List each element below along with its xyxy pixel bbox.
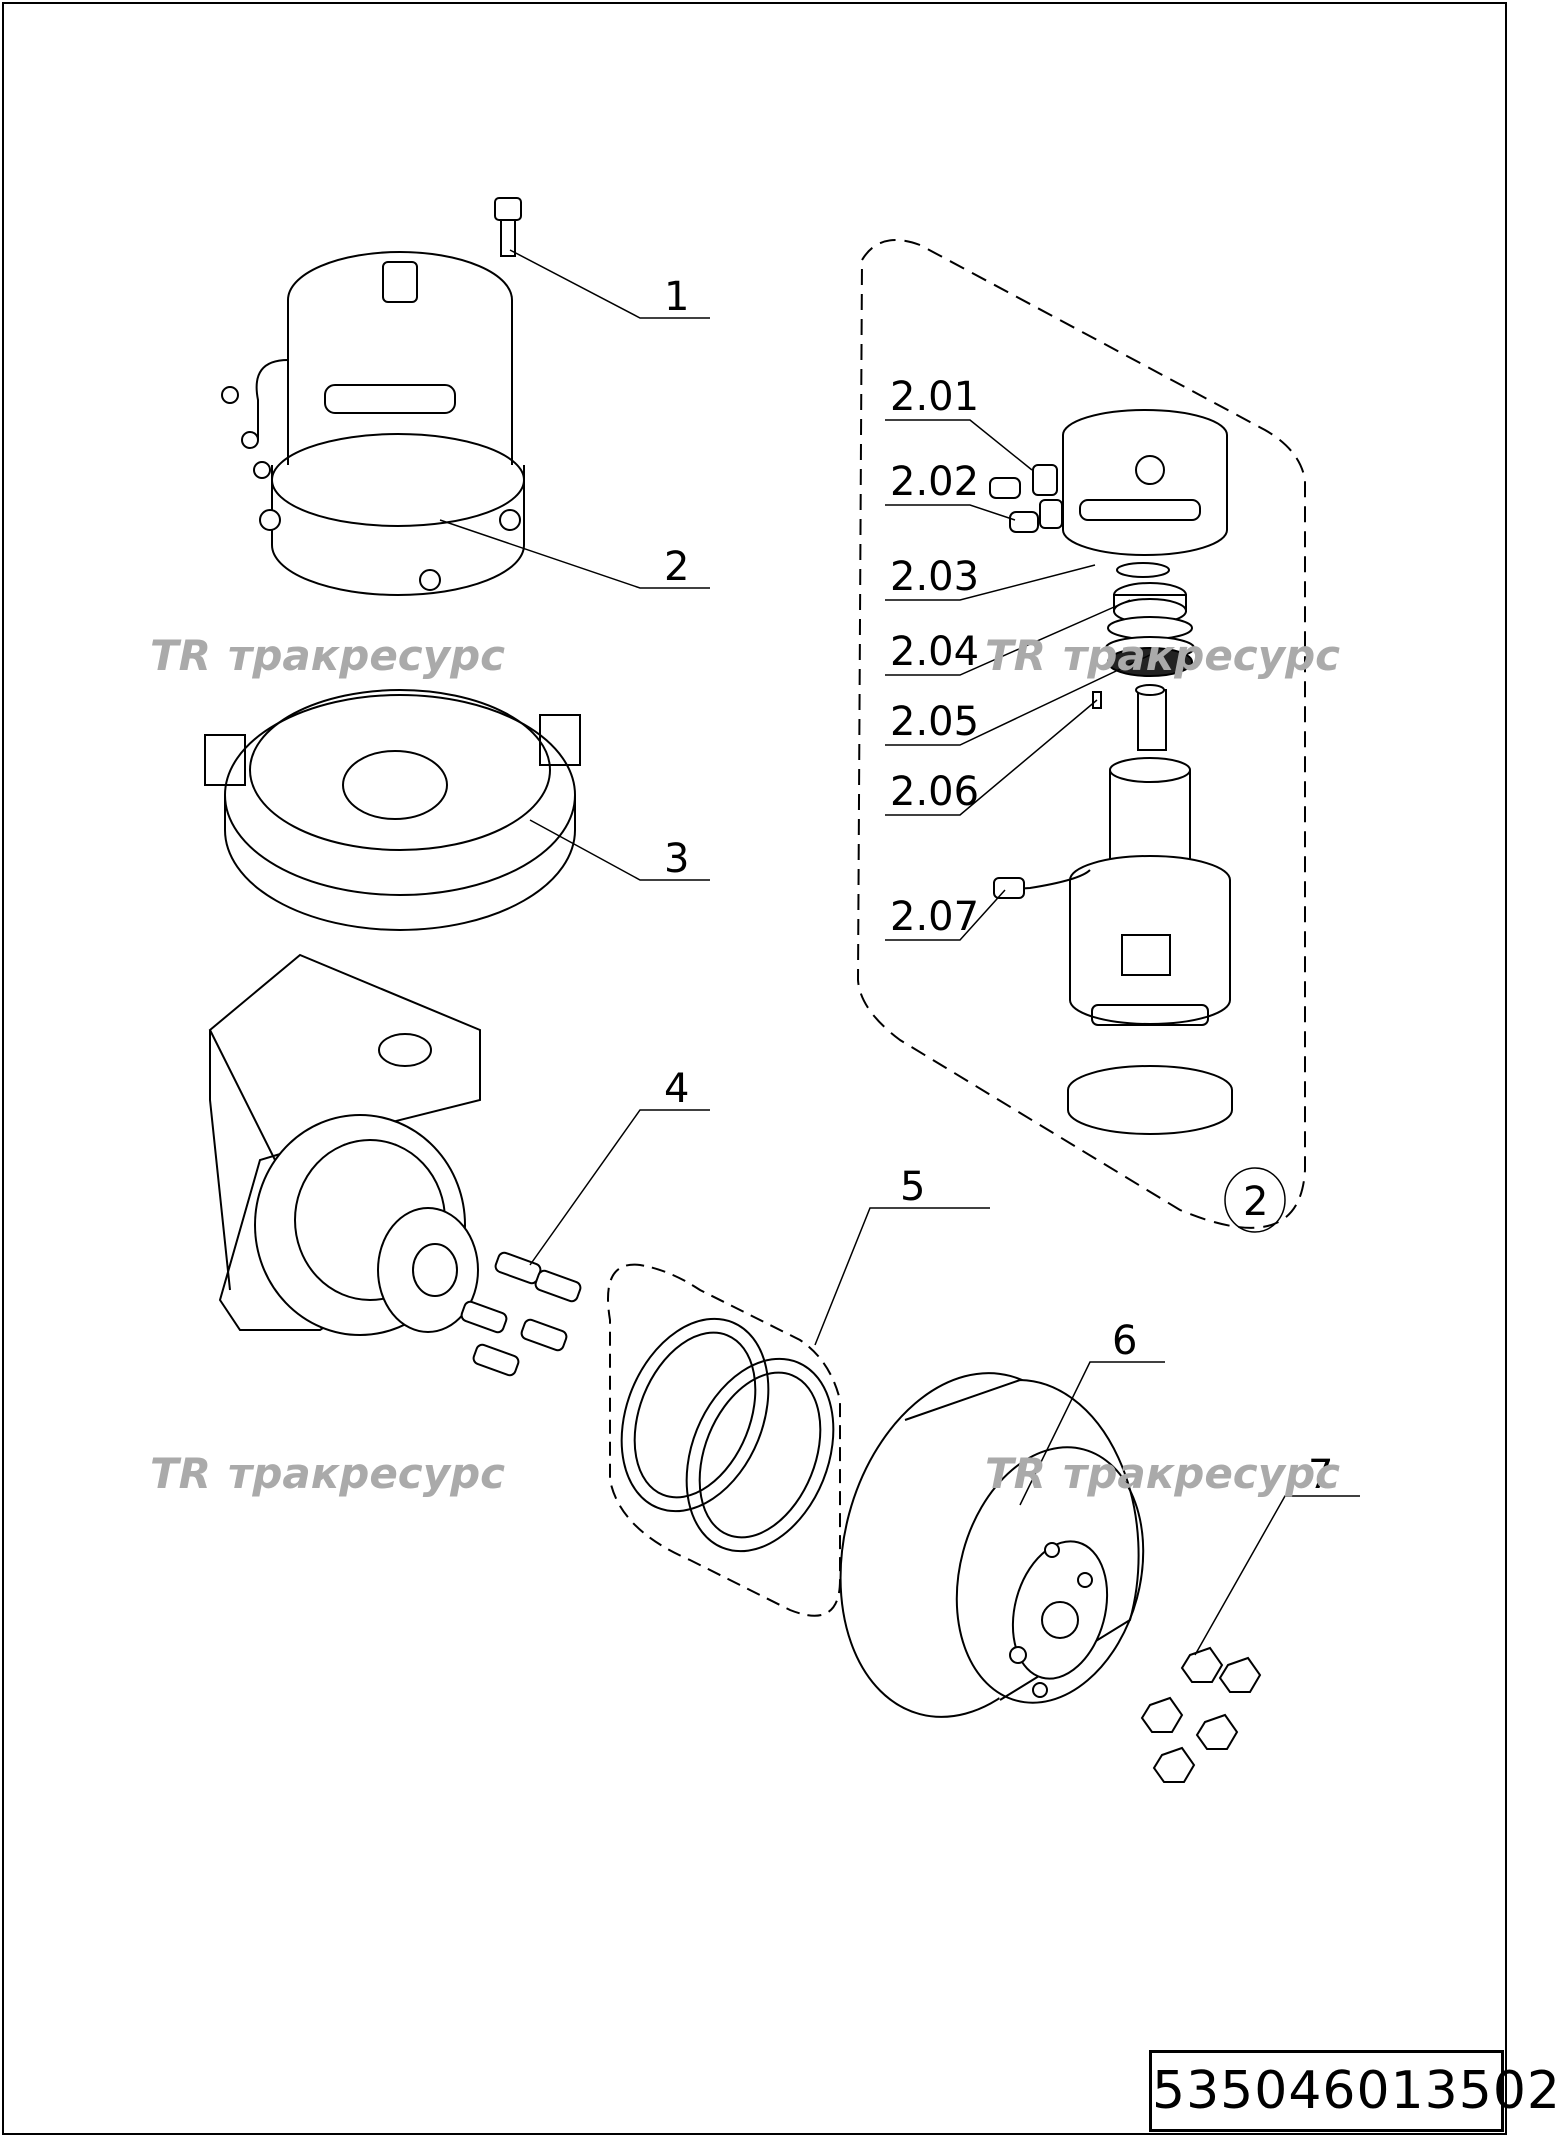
exploded-parts-diagram: 1 2 3 4 5 6 7 2.01 2.02 2.03 2.04 2.05 2… xyxy=(2,2,1507,2135)
watermark-3: TR тракресурс xyxy=(150,1449,505,1498)
label-part-2: 2 xyxy=(664,544,689,590)
part-labels: 1 2 3 4 5 6 7 2.01 2.02 2.03 2.04 2.05 2… xyxy=(664,274,1333,1498)
label-part-2-02: 2.02 xyxy=(890,459,979,505)
label-part-2-04: 2.04 xyxy=(890,629,979,675)
svg-text:TR: TR xyxy=(150,631,211,680)
document-number-box: 535046013502 xyxy=(1149,2050,1560,2132)
label-part-4: 4 xyxy=(664,1066,689,1112)
label-part-2-01: 2.01 xyxy=(890,374,979,420)
part-6-wheel xyxy=(839,1372,1145,1718)
label-part-6: 6 xyxy=(1112,1318,1137,1364)
svg-text:TR: TR xyxy=(985,631,1046,680)
watermarks: TR тракресурс TR тракресурс TR тракресур… xyxy=(150,631,1340,1498)
part-2-motor xyxy=(221,251,525,596)
detail-group-2 xyxy=(856,239,1306,1229)
label-part-2-05: 2.05 xyxy=(890,699,979,745)
leader-lines xyxy=(439,249,1360,1656)
svg-text:тракресурс: тракресурс xyxy=(228,631,505,680)
detail-2-components xyxy=(989,409,1233,1135)
label-part-2-07: 2.07 xyxy=(890,894,979,940)
label-part-5: 5 xyxy=(900,1164,925,1210)
svg-text:тракресурс: тракресурс xyxy=(228,1449,505,1498)
label-part-2-03: 2.03 xyxy=(890,554,979,600)
part-4-pins xyxy=(460,1251,582,1377)
label-group-2: 2 xyxy=(1243,1179,1268,1225)
svg-text:TR: TR xyxy=(150,1449,211,1498)
svg-text:TR: TR xyxy=(985,1449,1046,1498)
part-5-rings xyxy=(607,1263,841,1617)
part-4-housing xyxy=(208,953,481,1336)
part-3-flange xyxy=(204,689,581,931)
label-part-3: 3 xyxy=(664,836,689,882)
label-part-1: 1 xyxy=(664,274,689,320)
label-part-2-06: 2.06 xyxy=(890,769,979,815)
label-part-7: 7 xyxy=(1308,1452,1333,1498)
svg-text:тракресурс: тракресурс xyxy=(1063,631,1340,680)
watermark-4: TR тракресурс xyxy=(985,1449,1340,1498)
watermark-2: TR тракресурс xyxy=(985,631,1340,680)
drawing-frame xyxy=(2,2,1507,2135)
part-7-nuts xyxy=(1140,1646,1262,1783)
watermark-1: TR тракресурс xyxy=(150,631,505,680)
part-1-bolt xyxy=(494,197,522,257)
svg-text:тракресурс: тракресурс xyxy=(1063,1449,1340,1498)
